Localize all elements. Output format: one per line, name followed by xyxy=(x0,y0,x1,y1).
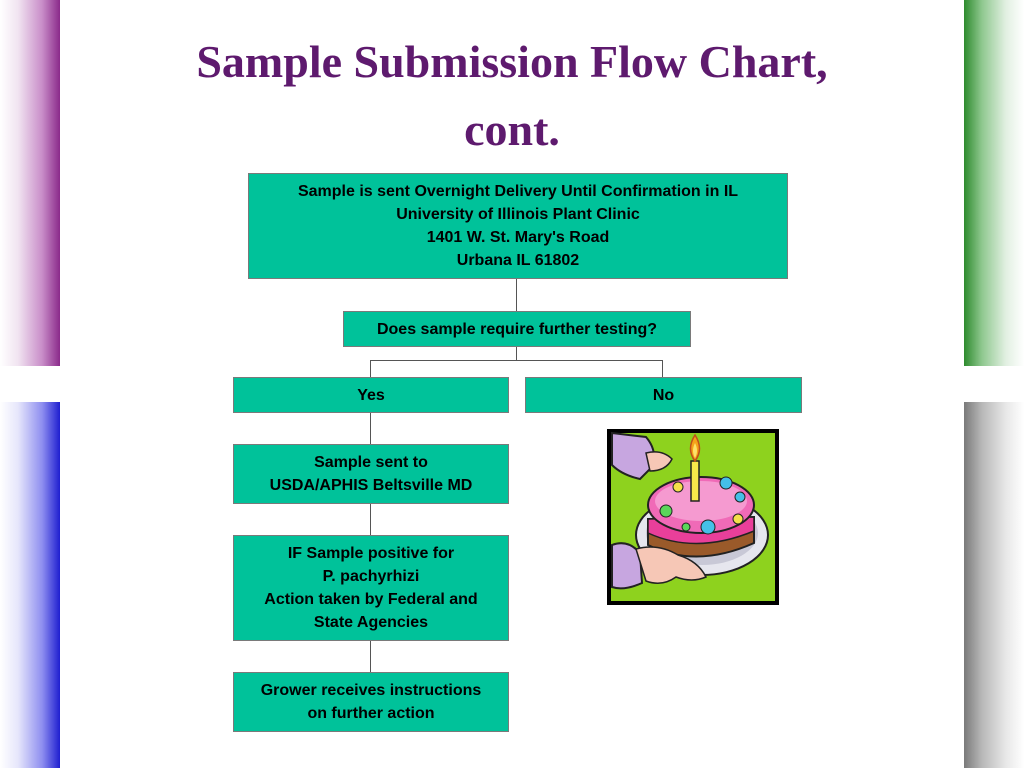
instructions-line-2: on further action xyxy=(307,705,435,722)
instructions-line-1: Grower receives instructions xyxy=(260,682,482,699)
shipping-line-2: University of Illinois Plant Clinic xyxy=(396,206,640,223)
question-box: Does sample require further testing? xyxy=(343,311,691,347)
positive-line-2: P. pachyrhizi xyxy=(322,568,420,585)
shipping-line-4: Urbana IL 61802 xyxy=(456,252,580,269)
sent-to-line-1: Sample sent to xyxy=(314,454,428,471)
connector-yes-sent xyxy=(370,412,371,444)
question-text: Does sample require further testing? xyxy=(376,320,658,338)
slide-title-line-1: Sample Submission Flow Chart, xyxy=(196,36,828,87)
slide-title-line-2: cont. xyxy=(464,104,560,155)
no-box: No xyxy=(525,377,802,413)
positive-line-4: State Agencies xyxy=(313,614,429,631)
positive-line-3: Action taken by Federal and xyxy=(264,591,478,608)
slide-title: Sample Submission Flow Chart, cont. xyxy=(100,28,924,164)
decorative-bar-purple xyxy=(0,0,60,366)
connector-branch-yes xyxy=(370,360,371,377)
instructions-box: Grower receives instructions on further … xyxy=(233,672,509,732)
no-label: No xyxy=(652,386,675,404)
connector-positive-instructions xyxy=(370,640,371,672)
connector-shipping-question xyxy=(516,278,517,311)
shipping-line-3: 1401 W. St. Mary's Road xyxy=(426,229,610,246)
decorative-bar-blue xyxy=(0,402,60,768)
decorative-bar-green xyxy=(964,0,1024,366)
sent-to-box: Sample sent to USDA/APHIS Beltsville MD xyxy=(233,444,509,504)
sent-to-line-2: USDA/APHIS Beltsville MD xyxy=(269,477,473,494)
positive-box: IF Sample positive for P. pachyrhizi Act… xyxy=(233,535,509,641)
shipping-box: Sample is sent Overnight Delivery Until … xyxy=(248,173,788,279)
birthday-cake-icon xyxy=(606,427,780,607)
decorative-bar-gray xyxy=(964,402,1024,768)
yes-label: Yes xyxy=(357,386,385,404)
connector-branch-no xyxy=(662,360,663,377)
shipping-line-1: Sample is sent Overnight Delivery Until … xyxy=(297,183,739,200)
positive-line-1: IF Sample positive for xyxy=(287,545,455,562)
connector-sent-positive xyxy=(370,503,371,535)
connector-question-branch xyxy=(516,346,517,361)
yes-box: Yes xyxy=(233,377,509,413)
connector-branch-horizontal xyxy=(370,360,663,361)
